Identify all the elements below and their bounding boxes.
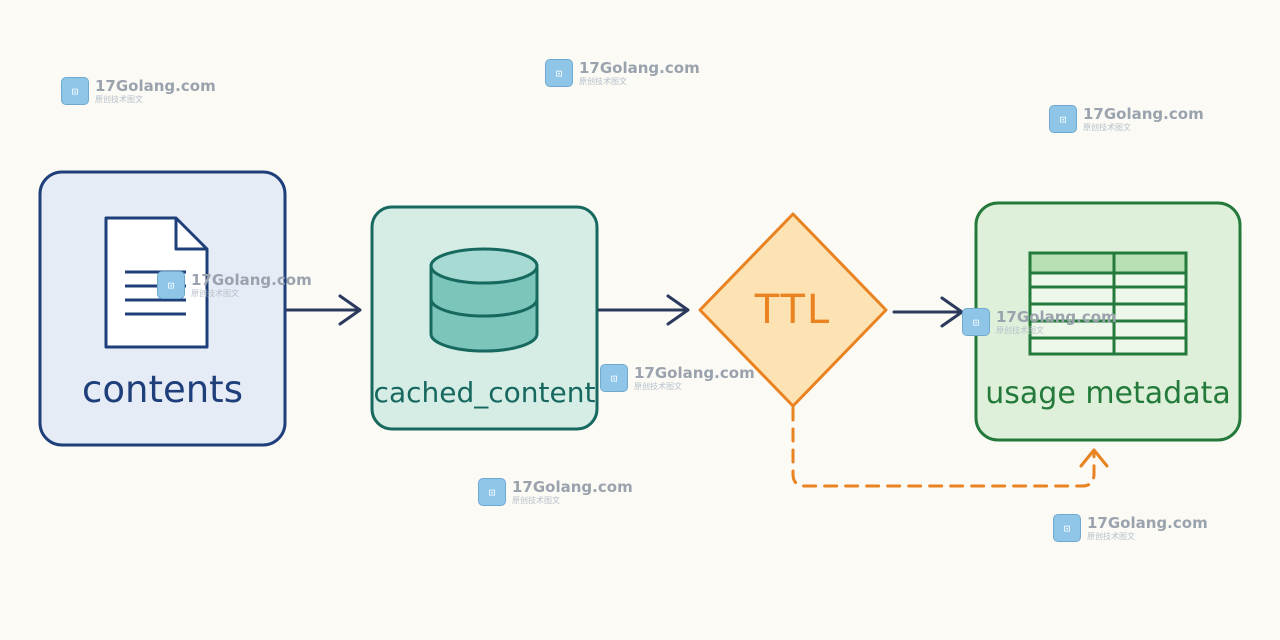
arrow-ttl-to-usage: [892, 296, 964, 328]
cached-content-label: cached_content: [373, 376, 596, 409]
17golang-logo-icon: ⊡: [1053, 514, 1081, 542]
dashed-arrow-ttl-to-usage: [791, 406, 1109, 488]
ttl-diamond: [698, 212, 888, 408]
database-icon: [429, 247, 539, 353]
17golang-logo-icon: ⊡: [1049, 105, 1077, 133]
17golang-logo-icon: ⊡: [478, 478, 506, 506]
arrow-contents-to-cached: [285, 294, 362, 326]
table-icon: [1028, 251, 1188, 356]
17golang-logo-icon: ⊡: [545, 59, 573, 87]
17golang-logo-icon: ⊡: [157, 271, 185, 299]
contents-label: contents: [82, 368, 243, 411]
17golang-logo-icon: ⊡: [600, 364, 628, 392]
17golang-logo-icon: ⊡: [962, 308, 990, 336]
arrow-cached-to-ttl: [597, 294, 690, 326]
document-icon: [104, 216, 209, 349]
17golang-logo-icon: ⊡: [61, 77, 89, 105]
ttl-label: TTL: [754, 287, 832, 333]
usage-metadata-label: usage metadata: [985, 376, 1231, 411]
